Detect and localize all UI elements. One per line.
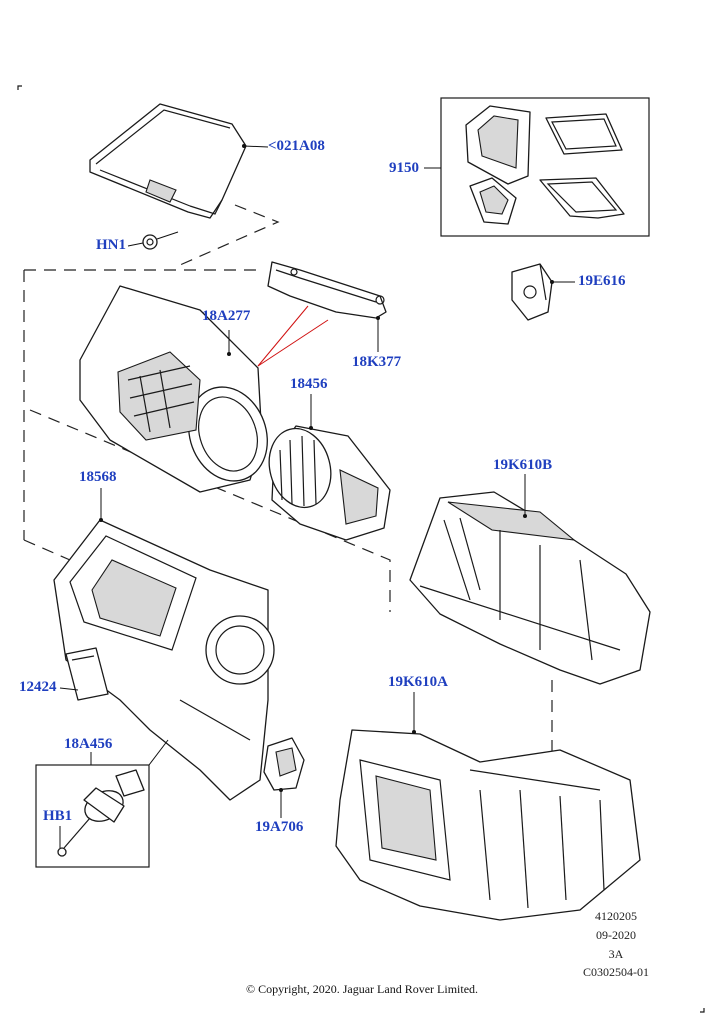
label-9150[interactable]: 9150 — [389, 160, 419, 176]
label-18k377[interactable]: 18K377 — [352, 354, 402, 370]
blower-housing-18a277-part[interactable] — [79, 285, 280, 493]
heater-case-19k610a-part[interactable] — [335, 729, 641, 921]
heater-case-19k610b-part[interactable] — [409, 491, 651, 685]
diagram-code: 4120205 — [595, 909, 637, 923]
label-18a277[interactable]: 18A277 — [202, 308, 251, 324]
resistor-kit-box[interactable] — [35, 764, 150, 868]
diagram-reference: C0302504-01 — [583, 965, 649, 979]
label-hn1[interactable]: HN1 — [96, 237, 126, 253]
bracket-18k377-part[interactable] — [267, 261, 387, 319]
blower-motor-18456-part[interactable] — [261, 422, 391, 541]
diagram-revision: 3A — [608, 947, 624, 961]
copyright-notice: © Copyright, 2020. Jaguar Land Rover Lim… — [245, 982, 479, 996]
label-19k610b[interactable]: 19K610B — [493, 457, 553, 473]
filter-cover-part[interactable] — [89, 103, 247, 219]
label-12424[interactable]: 12424 — [19, 679, 57, 695]
actuator-19a706-part[interactable] — [263, 737, 305, 791]
label-021a08[interactable]: <021A08 — [268, 138, 325, 154]
label-19e616[interactable]: 19E616 — [578, 273, 626, 289]
diagram-date: 09-2020 — [596, 928, 636, 942]
label-18456[interactable]: 18456 — [290, 376, 328, 392]
filter-kit-box[interactable] — [440, 97, 650, 237]
blower-case-18568-part[interactable] — [53, 519, 275, 801]
label-19k610a[interactable]: 19K610A — [388, 674, 448, 690]
label-hb1[interactable]: HB1 — [43, 808, 73, 824]
label-19a706[interactable]: 19A706 — [255, 819, 304, 835]
nut-hn1-part[interactable] — [142, 234, 158, 250]
label-18568[interactable]: 18568 — [79, 469, 117, 485]
label-18a456[interactable]: 18A456 — [64, 736, 113, 752]
seal-12424-part[interactable] — [65, 647, 109, 701]
actuator-19e616-part[interactable] — [511, 263, 553, 321]
